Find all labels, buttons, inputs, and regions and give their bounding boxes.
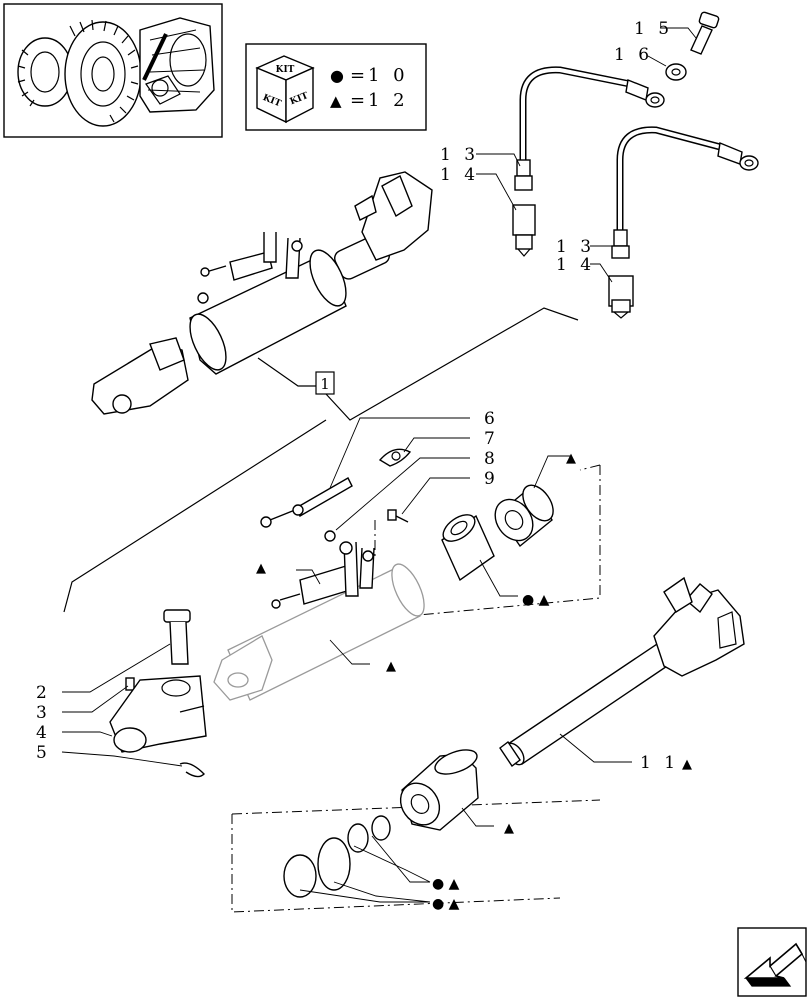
kit-mark-gland: ▲ [504, 821, 514, 836]
tractor-locator-thumbnail [3, 3, 223, 138]
callout-7: 7 [484, 429, 495, 449]
quick-coupler-upper [512, 204, 536, 257]
kit-mark-cylinder-body: ▲ [386, 659, 396, 674]
callout-11: 1 1 [640, 753, 679, 773]
kit-box-icon: KIT KIT KIT [255, 55, 315, 124]
callout-15: 1 5 [634, 19, 673, 39]
callout-13-lower: 1 3 [556, 237, 595, 257]
kit-marks: ▲ ▲ ▲ ▲ ● ▲ ▲ ● ▲ ● ▲ [256, 451, 692, 912]
o-ring-set [283, 815, 391, 898]
kit-legend: KIT KIT KIT ● = 1 0 ▲ = 1 2 [245, 43, 427, 131]
kit-legend-triangle-equals: = [350, 90, 365, 111]
callout-2: 2 [36, 683, 47, 703]
kit-legend-dot-equals: = [350, 65, 365, 86]
callout-5: 5 [36, 743, 47, 763]
bolt-part-15 [690, 11, 720, 55]
kit-legend-triangle-value: 1 2 [368, 90, 409, 111]
washer-part-16 [665, 63, 687, 81]
arrow-icon [743, 942, 807, 987]
piston-head [494, 484, 554, 548]
next-page-arrow-button[interactable] [737, 927, 807, 997]
callout-3: 3 [36, 703, 47, 723]
hydraulic-hose-lower [611, 126, 759, 259]
tractor-body-sketch [139, 17, 215, 113]
exploded-view-bracket [63, 307, 601, 913]
kit-legend-dot-symbol: ● [330, 66, 344, 85]
bushing-sleeve [441, 514, 495, 582]
callout-14-lower: 1 4 [556, 255, 595, 275]
screw-part-9 [387, 509, 409, 523]
kit-mark-part-11: ▲ [682, 757, 692, 772]
callout-14-upper: 1 4 [440, 165, 479, 185]
callout-16: 1 6 [614, 45, 653, 65]
clevis-part-4 [109, 675, 207, 753]
spring-clip-part-7 [378, 448, 412, 467]
hydraulic-hose-upper [514, 66, 665, 191]
assembly-ref-label: 1 [320, 375, 330, 393]
kit-mark-cylinder-fitting: ▲ [256, 561, 266, 576]
grease-nipple-part-3 [125, 677, 135, 691]
callout-labels: 2 3 4 5 6 7 8 9 1 1 1 3 1 4 1 3 1 4 1 5 … [36, 19, 679, 773]
quick-coupler-lower [608, 275, 634, 319]
top-link-assembly [91, 171, 433, 415]
kit-badge-top: KIT [276, 65, 295, 75]
callout-9: 9 [484, 469, 495, 489]
spring-clip-part-5 [179, 762, 205, 778]
lock-pin-part-6 [260, 477, 353, 528]
assembly-ref-box: 1 [315, 371, 335, 395]
callout-8: 8 [484, 449, 495, 469]
kit-mark-small-o-rings: ● ▲ [432, 876, 460, 892]
leader-lines [61, 27, 697, 903]
callout-6: 6 [484, 409, 495, 429]
piston-rod-part-11 [499, 576, 745, 768]
ball-part-8 [324, 530, 336, 542]
cylinder-body-ghost [213, 541, 425, 701]
kit-legend-dot-value: 1 0 [368, 65, 409, 86]
cylinder-gland [399, 749, 479, 831]
kit-mark-large-o-rings: ● ▲ [432, 896, 460, 912]
callout-13-upper: 1 3 [440, 145, 479, 165]
kit-mark-piston-head: ▲ [566, 451, 576, 466]
kit-mark-bushing: ● ▲ [522, 592, 550, 608]
pin-part-2 [163, 609, 191, 665]
kit-legend-triangle-symbol: ▲ [330, 92, 342, 110]
tractor-wheel-icon [17, 19, 142, 127]
callout-4: 4 [36, 723, 47, 743]
